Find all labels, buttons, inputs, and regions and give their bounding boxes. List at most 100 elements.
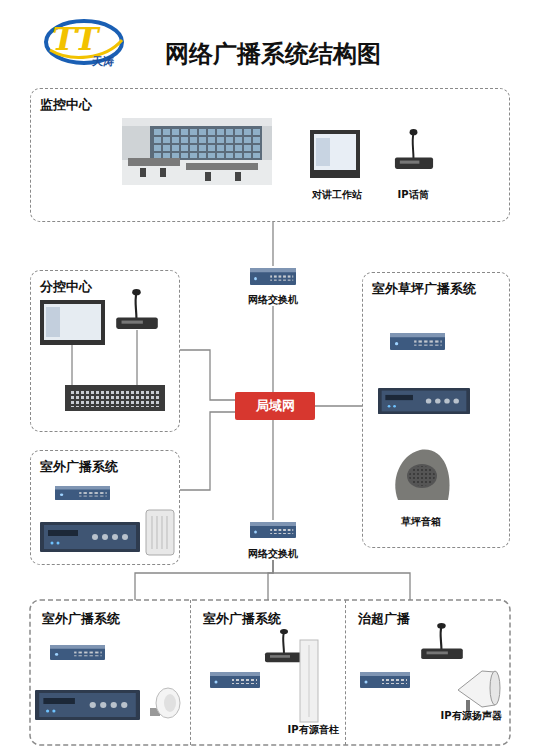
group-box: 分控中心 [30, 270, 180, 432]
control-room-photo [140, 168, 146, 177]
switch-device [360, 672, 410, 688]
switch-device [210, 672, 260, 688]
group-heading: 室外草坪广播系统 [372, 280, 500, 298]
workstation-device [314, 134, 356, 170]
lawn-speaker [395, 450, 449, 500]
control-room-photo [128, 158, 180, 166]
control-room-photo [122, 118, 272, 185]
box-speaker [167, 516, 168, 549]
device-node: IP有源扬声器 [429, 660, 513, 722]
brand-name: 天涛 [92, 54, 114, 69]
group-segment: 室外广播系统 IP有源音柱 [190, 600, 345, 745]
connector-line [315, 405, 362, 406]
group-heading: 分控中心 [40, 278, 170, 296]
device-node: 对讲工作站 [301, 127, 373, 201]
node-label: 草坪音箱 [401, 516, 441, 528]
sub-control-equipment [46, 307, 60, 337]
device-node: 草坪音箱 [386, 446, 456, 528]
microphone [116, 289, 158, 329]
sub-control-equipment [44, 304, 101, 340]
group-heading: 室外广播系统 [203, 610, 333, 628]
box-speaker [162, 516, 163, 549]
sub-control-equipment [65, 385, 165, 411]
control-room-photo [186, 163, 258, 170]
control-room-photo [160, 168, 166, 177]
connector-line [272, 306, 273, 392]
node-label: 局域网 [256, 397, 295, 415]
connector-line [180, 350, 235, 400]
workstation-device [310, 130, 360, 178]
microphone [421, 623, 463, 659]
group-frame [30, 600, 510, 745]
node-label: IP话筒 [397, 189, 428, 201]
device-node: IP有源音柱 [277, 634, 349, 736]
control-room-photo [235, 172, 241, 181]
group-box: 监控中心对讲工作站 IP话筒 [30, 88, 510, 222]
group-heading: 室外广播系统 [42, 610, 178, 628]
control-room-photo [122, 118, 272, 126]
switch-device [55, 486, 110, 500]
node-label: 网络交换机 [248, 548, 298, 560]
group-box: 室外广播系统 [30, 450, 180, 565]
workstation-device [316, 138, 330, 166]
control-room-photo [150, 126, 262, 160]
control-room-photo [205, 172, 211, 181]
control-room-photo [152, 128, 260, 158]
connector-line [273, 560, 410, 600]
switch-device [250, 522, 296, 538]
box-speaker [157, 516, 158, 549]
connector-line [268, 560, 273, 600]
node-label: IP有源扬声器 [440, 710, 501, 722]
diagram-title: 网络广播系统结构图 [165, 38, 381, 70]
group-heading: 监控中心 [40, 96, 500, 114]
connector-line [272, 222, 273, 266]
connector-line [180, 412, 235, 490]
box-speaker [146, 510, 174, 555]
node-label: 网络交换机 [248, 294, 298, 306]
horn-speaker [458, 671, 500, 712]
switch-device [50, 645, 105, 660]
switch-node: 网络交换机 [243, 266, 303, 306]
group-segment: 室外广播系统 [30, 600, 190, 745]
amplifier-device [40, 522, 140, 552]
group-box: 室外草坪广播系统草坪音箱 [362, 272, 510, 548]
node-label: 对讲工作站 [312, 189, 362, 201]
switch-device [390, 333, 445, 350]
group-heading: 治超广播 [358, 610, 498, 628]
control-room-photo [122, 118, 272, 185]
flood-speaker [150, 688, 180, 718]
box-speaker [152, 516, 153, 549]
sub-control-equipment [137, 330, 138, 385]
amplifier-device [378, 388, 470, 414]
connector-line [272, 420, 273, 520]
network-box: 局域网 [235, 392, 315, 420]
group-heading: 室外广播系统 [40, 458, 170, 476]
switch-node: 网络交换机 [243, 520, 303, 560]
box-speaker [146, 510, 174, 555]
horn-speaker [490, 671, 500, 705]
column-speaker [300, 640, 318, 722]
device-node: IP话筒 [385, 127, 441, 201]
sub-control-equipment [40, 300, 105, 345]
column-speaker [309, 645, 310, 717]
group-segment: 治超广播 IP有源扬声器 [345, 600, 510, 745]
logo-mark: TT [52, 20, 98, 58]
sub-control-equipment [70, 389, 160, 407]
microphone [395, 129, 433, 169]
switch-device [250, 268, 296, 285]
flood-speaker [164, 694, 176, 712]
connector-line [135, 560, 273, 600]
sub-control-equipment [40, 300, 165, 411]
amplifier-device [35, 690, 140, 720]
flood-speaker [156, 688, 180, 718]
workstation-device [310, 130, 360, 178]
lawn-speaker [395, 450, 449, 500]
lawn-speaker [407, 464, 437, 488]
lawn-speaker [409, 466, 435, 486]
node-label: IP有源音柱 [287, 724, 338, 736]
column-speaker [300, 640, 318, 722]
microphone [265, 629, 304, 662]
